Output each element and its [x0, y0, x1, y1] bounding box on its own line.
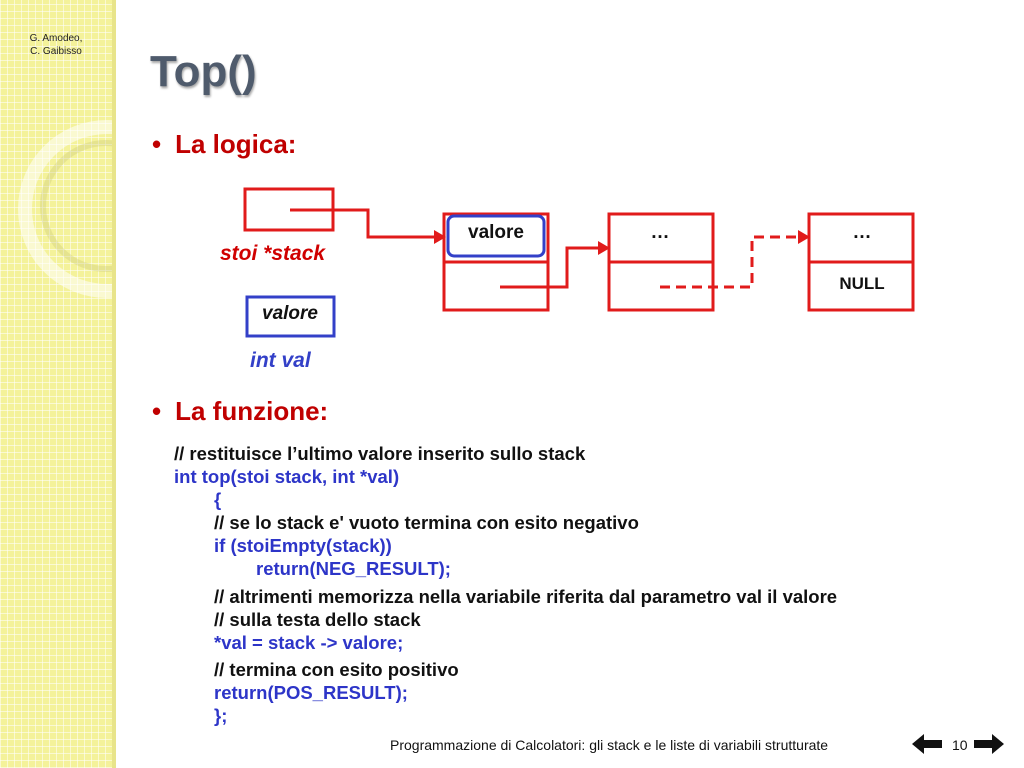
arrow-right-icon[interactable] [974, 733, 1004, 755]
node-2-next-arrow [660, 235, 800, 289]
node-1-next-arrow [500, 246, 600, 289]
code-line: int top(stoi stack, int *val) [174, 466, 400, 487]
arrow-left-icon[interactable] [912, 733, 942, 755]
bullet-dot: • [152, 396, 162, 426]
code-line: // se lo stack e' vuoto termina con esit… [214, 512, 639, 533]
val-box-text: valore [262, 303, 318, 324]
stack-arrow [290, 208, 436, 239]
arrow-head [434, 230, 446, 244]
bullet-logic: • La logica: [152, 128, 296, 160]
node-1-value: valore [468, 222, 524, 243]
code-line: // sulla testa dello stack [214, 609, 421, 630]
node-3-next: NULL [839, 274, 885, 293]
bullet-text: La funzione: [175, 396, 329, 426]
code-line: *val = stack -> valore; [214, 632, 404, 653]
val-box [245, 295, 336, 338]
node-3-value: … [852, 222, 872, 243]
arrow-head [598, 241, 610, 255]
footer-text: Programmazione di Calcolatori: gli stack… [390, 737, 829, 753]
node-2-value: … [650, 222, 670, 243]
bullet-function: • La funzione: [152, 395, 328, 427]
author-line: C. Gaibisso [30, 46, 82, 57]
code-line: return(POS_RESULT); [214, 682, 408, 703]
page-number: 10 [952, 737, 968, 753]
stack-pointer-label: stoi *stack [220, 242, 326, 265]
code-line: if (stoiEmpty(stack)) [214, 535, 392, 556]
sidebar-edge [112, 0, 116, 768]
code-line: }; [214, 705, 228, 726]
code-line: // altrimenti memorizza nella variabile … [214, 586, 838, 607]
code-line: return(NEG_RESULT); [256, 558, 451, 579]
code-line: // termina con esito positivo [214, 659, 459, 680]
bullet-dot: • [152, 129, 162, 159]
authors: G. Amodeo, C. Gaibisso [0, 32, 112, 58]
val-label: int val [250, 349, 311, 372]
arrow-head [798, 230, 810, 244]
author-line: G. Amodeo, [29, 33, 83, 44]
sidebar-decoration [0, 0, 112, 768]
node-1-value-highlight [446, 214, 546, 258]
slide-title: Top() [150, 47, 257, 96]
bullet-text: La logica: [175, 129, 297, 159]
code-line: // restituisce l’ultimo valore inserito … [174, 443, 586, 464]
code-line: { [214, 489, 222, 510]
